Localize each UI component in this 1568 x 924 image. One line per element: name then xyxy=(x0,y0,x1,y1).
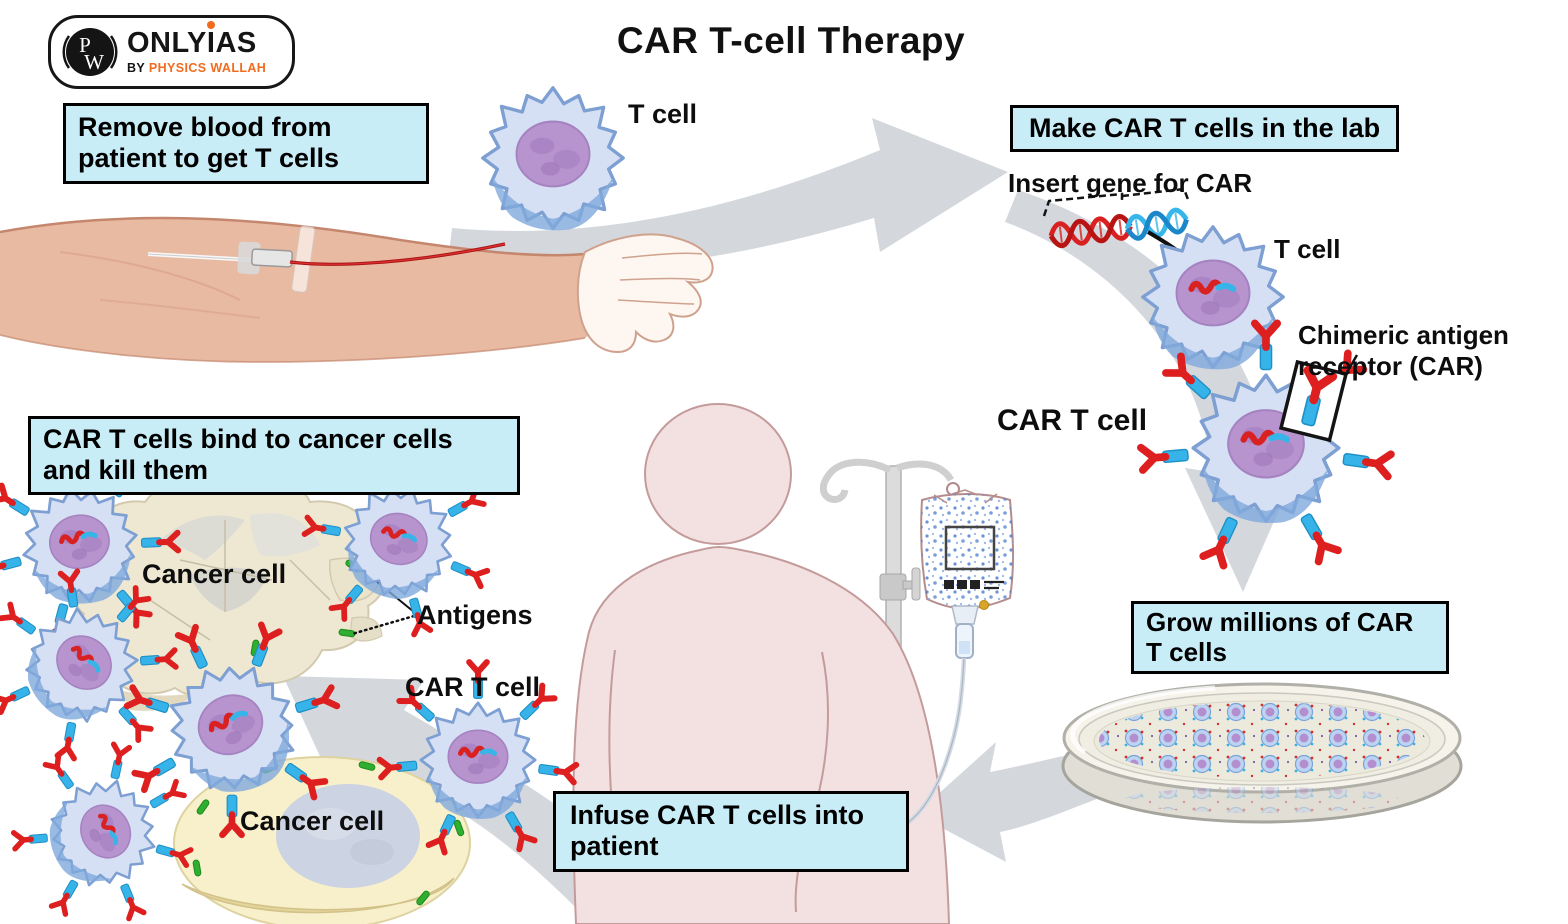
label-t-cell-top: T cell xyxy=(628,99,698,129)
arrow-arm-to-lab xyxy=(448,118,1008,270)
label-car-t-cell: CAR T cell xyxy=(997,404,1148,437)
iv-catheter-hub xyxy=(251,248,293,268)
step-box-infuse: Infuse CAR T cells into patient xyxy=(553,791,909,872)
step-box-make-car-t: Make CAR T cells in the lab xyxy=(1010,105,1400,153)
brand-pre: ONLY xyxy=(127,27,207,59)
step-box-grow-millions: Grow millions of CAR T cells xyxy=(1131,601,1449,675)
label-insert-gene: Insert gene for CAR xyxy=(1008,168,1253,198)
iv-bag xyxy=(889,489,1015,835)
tagline-physics-wallah: PHYSICS WALLAH xyxy=(148,61,267,75)
hand xyxy=(576,233,714,354)
monogram-p: P xyxy=(79,33,91,57)
car-receptor-highlight-box xyxy=(1278,359,1349,443)
brand-post: AS xyxy=(215,27,257,59)
car-t-cell-main xyxy=(1141,323,1391,565)
onlyias-logo: P W ONLYIAS BY PHYSICS WALLAH xyxy=(48,15,295,89)
brand-i-orange-dot: I xyxy=(206,27,216,59)
label-cancer-cell-intact: Cancer cell xyxy=(240,806,385,836)
antigen-pointer-2 xyxy=(350,614,416,636)
label-cancer-cell-attacked: Cancer cell xyxy=(142,559,287,589)
t-cell-top xyxy=(481,86,625,233)
gene-bracket xyxy=(1042,192,1124,217)
brand-name: ONLYIAS xyxy=(127,29,266,58)
page-title: CAR T-cell Therapy xyxy=(616,20,966,61)
label-chimeric-antigen-receptor: Chimeric antigen receptor (CAR) xyxy=(1298,320,1509,381)
label-t-cell-lab: T cell xyxy=(1274,234,1341,264)
pw-monogram-icon: P W xyxy=(62,28,118,76)
label-car-t-cell-small: CAR T cell xyxy=(405,672,541,702)
cancer-cell-intact xyxy=(173,756,471,924)
step-box-remove-blood: Remove blood from patient to get T cells xyxy=(63,103,429,184)
monogram-w: W xyxy=(84,50,104,74)
iv-tape xyxy=(291,225,316,293)
patient-arm-with-iv xyxy=(0,216,714,363)
petri-dish-car-t-cells xyxy=(1061,682,1463,824)
tagline-by: BY xyxy=(127,61,145,75)
iv-bag-window xyxy=(944,525,996,571)
step-box-bind-and-kill: CAR T cells bind to cancer cells and kil… xyxy=(28,416,520,495)
label-antigens: Antigens xyxy=(417,600,533,630)
brand-tagline: BY PHYSICS WALLAH xyxy=(127,61,266,75)
